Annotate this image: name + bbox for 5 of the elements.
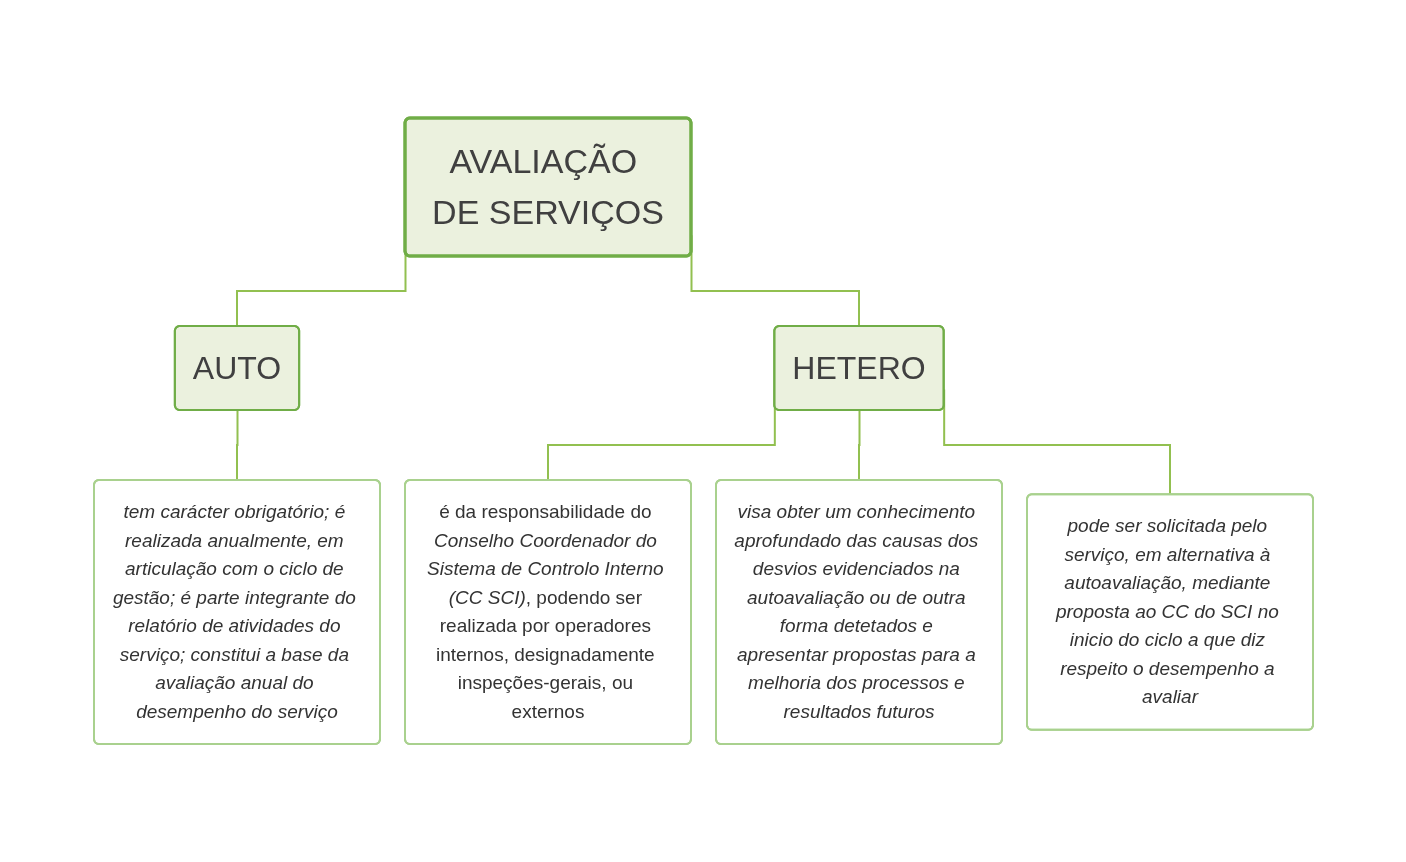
connector [235, 409, 238, 482]
connector [857, 409, 860, 482]
node-text: é da responsabilidade do Conselho Coordenador do Sistema de Controlo Interno (CC SCI), podendo ser realizada por operadores internos, designadamente inspeções-gerais, ou externos [426, 501, 664, 722]
node-text: visa obter um conhecimento aprofundado das causas dos desvios evidenciados na autoavaliação ou de outra forma detetados e apresentar propostas para a melhoria dos processos e resultados futuros [733, 501, 978, 722]
node-text: tem carácter obrigatório; é realizada anualmente, em articulação com o ciclo de gestão; é parte integrante do relatório de atividades do serviço; constitui a base da avaliação anual do desempenho do serviço [112, 501, 356, 722]
